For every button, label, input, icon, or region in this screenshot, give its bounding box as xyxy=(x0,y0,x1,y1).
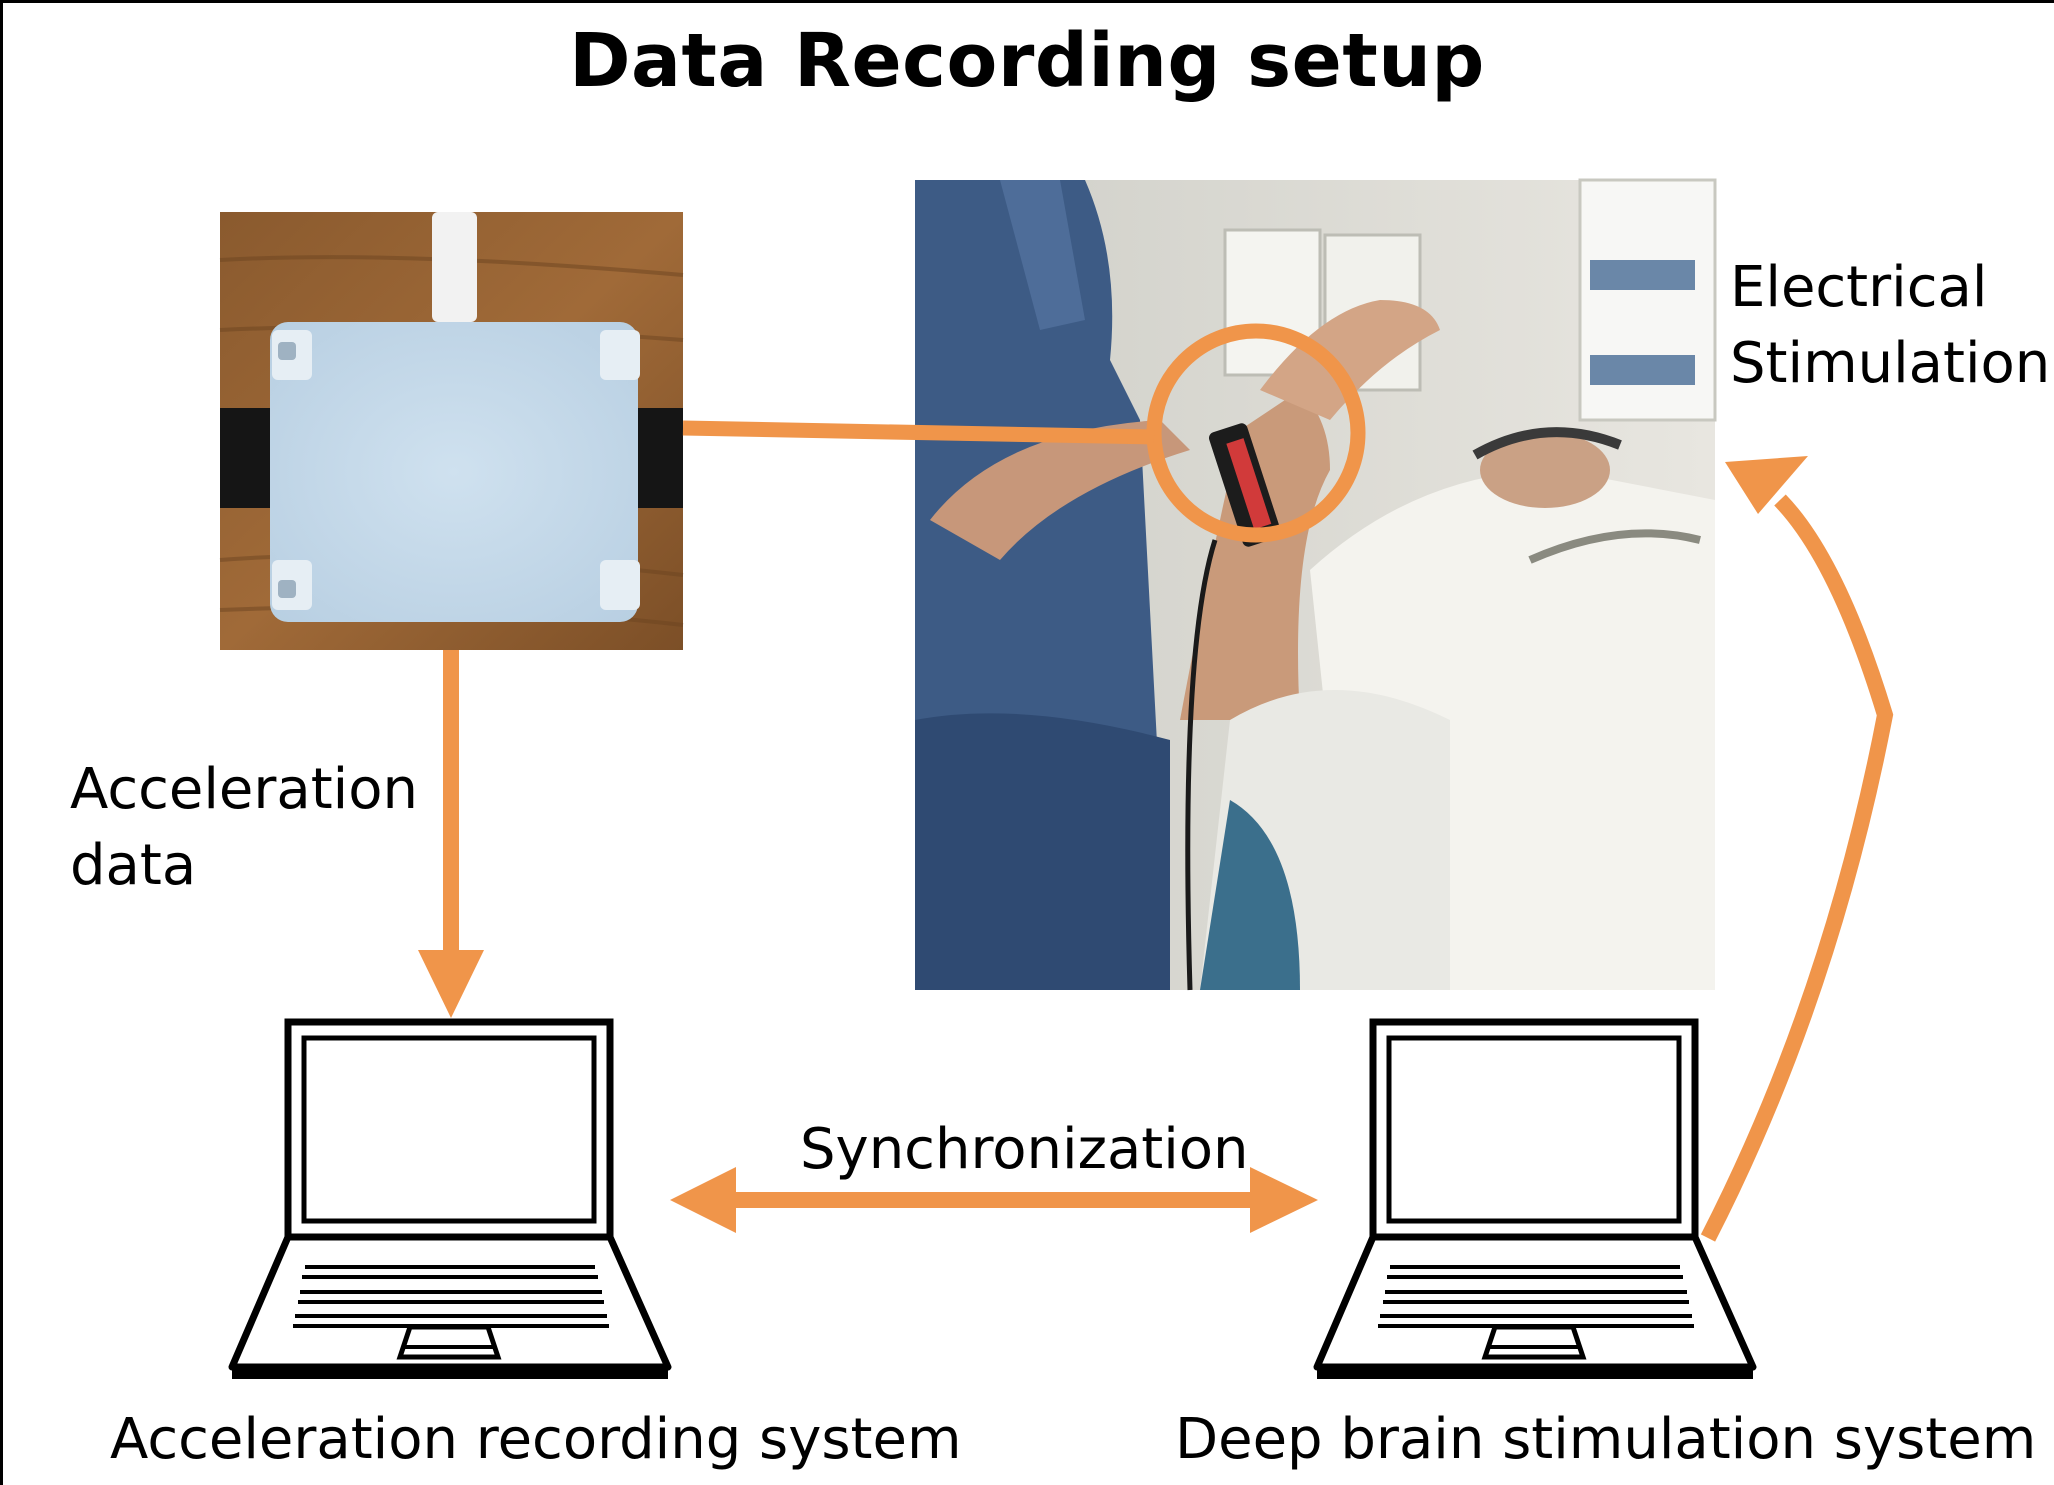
laptop-icon xyxy=(228,1018,672,1379)
electrical-stimulation-label-line2: Stimulation xyxy=(1730,331,2051,396)
deep-brain-stimulation-system-label: Deep brain stimulation system xyxy=(1175,1407,2037,1472)
acceleration-recording-system-label: Acceleration recording system xyxy=(110,1407,962,1472)
figure-title: Data Recording setup xyxy=(569,18,1485,104)
electrical-stimulation-label: Electrical Stimulation xyxy=(1730,250,2050,402)
synchronization-arrow xyxy=(670,1167,1318,1233)
electrical-stimulation-label-line1: Electrical xyxy=(1730,255,1988,320)
sensor-connector-line xyxy=(682,420,1155,445)
acceleration-data-arrow xyxy=(418,650,484,1018)
laptop-icon xyxy=(1313,1018,1757,1379)
acceleration-data-label: Acceleration data xyxy=(70,752,418,904)
synchronization-label: Synchronization xyxy=(800,1117,1249,1182)
acceleration-data-label-line1: Acceleration xyxy=(70,757,418,822)
sensor-photo xyxy=(219,212,684,650)
electrical-stimulation-arrow xyxy=(1700,456,1894,1242)
patient-photo xyxy=(915,178,1717,991)
acceleration-data-label-line2: data xyxy=(70,833,197,898)
